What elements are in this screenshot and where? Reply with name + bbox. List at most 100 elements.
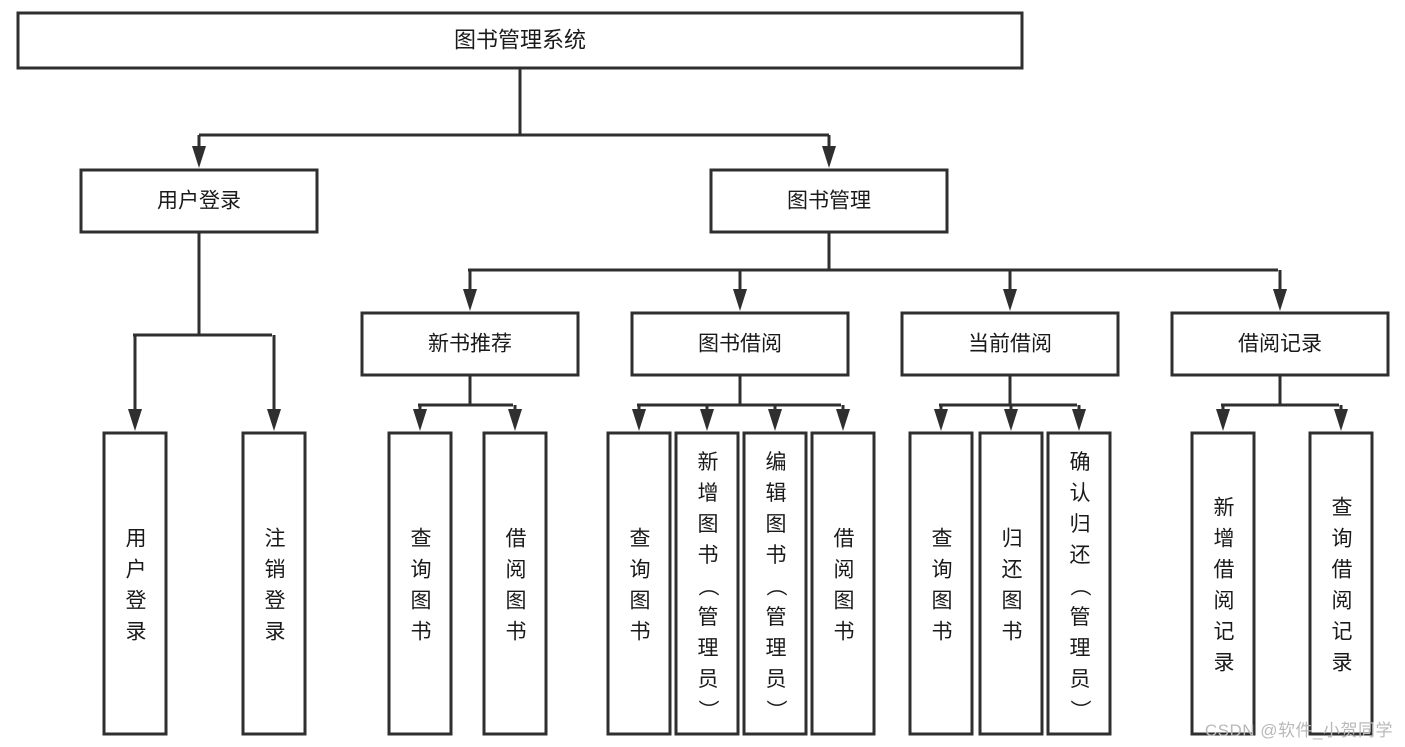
arrow-head-icon [822,146,836,168]
leaf-label-char: 管 [766,606,787,629]
level1-node-book-management[interactable]: 图书管理 [709,168,949,234]
arrow-head-icon [1072,409,1086,431]
leaf-label-char: （ [696,576,719,597]
leaf-label-char: 户 [126,559,147,582]
nodes-layer: 图书管理系统用户登录图书管理新书推荐图书借阅当前借阅借阅记录用户登录注销登录查询… [16,11,1390,736]
arrow-head-icon [1273,289,1287,311]
leaf-label-char: 书 [834,621,855,644]
leaf-label-char: 归 [1002,528,1023,551]
arrow-head-icon [1004,409,1018,431]
leaf-label-char: 录 [265,621,286,644]
node-rect [674,431,740,736]
leaf-label-char: 询 [411,559,432,582]
leaf-label-char: 图 [630,590,651,613]
node-rect [709,168,949,234]
leaf-label-char: 书 [766,544,787,567]
leaf-label-char: 登 [265,590,286,613]
csdn-watermark: CSDN @软件_小贺同学 [1204,721,1393,740]
node-rect [387,431,453,736]
node-rect [360,311,580,377]
node-rect [16,11,1024,70]
node-rect [241,431,307,736]
node-rect [900,311,1120,377]
leaf-label-char: 还 [1070,544,1091,567]
arrow-head-icon [1334,409,1348,431]
node-rect [606,431,672,736]
leaf-label-char: 确 [1070,451,1091,474]
leaf-label-char: 新 [1214,497,1235,520]
node-label: 当前借阅 [968,333,1052,356]
leaf-label-char: 询 [630,559,651,582]
node-label: 图书管理 [787,190,871,213]
arrow-head-icon [128,409,142,431]
leaf-label-char: 录 [1332,652,1353,675]
leaf-label-char: 书 [630,621,651,644]
node-rect [1190,431,1256,736]
leaf-label-char: ） [1068,700,1091,721]
leaf-label-char: 阅 [1214,590,1235,613]
leaf-label-char: ） [696,700,719,721]
node-label: 图书借阅 [698,333,782,356]
leaf-label-char: 图 [698,513,719,536]
leaf-label-char: 记 [1332,621,1353,644]
arrow-head-icon [700,409,714,431]
leaf-label-char: 认 [1070,482,1091,505]
arrow-head-icon [413,409,427,431]
level2-node-new-book-recommend[interactable]: 新书推荐 [360,311,580,377]
leaf-label-char: 增 [698,482,719,505]
leaf-label-char: 书 [411,621,432,644]
leaf-label-char: 阅 [834,559,855,582]
node-rect [1046,431,1112,736]
leaf-label-char: 询 [1332,528,1353,551]
leaf-node-leaf-user-login[interactable]: 用户登录 [102,431,168,736]
leaf-label-char: 登 [126,590,147,613]
node-rect [742,431,808,736]
leaf-label-char: 注 [265,528,286,551]
leaf-label-char: 书 [506,621,527,644]
level1-node-user-login[interactable]: 用户登录 [79,168,319,234]
leaf-label-char: 书 [932,621,953,644]
arrow-head-icon [267,409,281,431]
leaf-label-char: 查 [411,528,432,551]
leaf-label-char: 图 [834,590,855,613]
leaf-label-char: 员 [1070,668,1091,691]
leaf-label-char: 录 [1214,652,1235,675]
leaf-label-char: 管 [1070,606,1091,629]
root-node-root[interactable]: 图书管理系统 [16,11,1024,70]
arrow-head-icon [733,289,747,311]
leaf-label-char: 辑 [766,482,787,505]
node-rect [810,431,876,736]
connectors-layer [128,68,1348,431]
node-label: 借阅记录 [1238,333,1322,356]
arrow-head-icon [768,409,782,431]
level2-node-book-borrow[interactable]: 图书借阅 [630,311,850,377]
leaf-label-char: 借 [1332,559,1353,582]
node-rect [102,431,168,736]
node-rect [908,431,974,736]
leaf-label-char: 销 [265,559,286,582]
leaf-label-char: 图 [932,590,953,613]
leaf-label-char: 借 [834,528,855,551]
level2-node-current-borrow[interactable]: 当前借阅 [900,311,1120,377]
leaf-label-char: 理 [766,637,787,660]
leaf-label-char: 归 [1070,513,1091,536]
leaf-label-char: 查 [1332,497,1353,520]
level2-node-borrow-record[interactable]: 借阅记录 [1170,311,1390,377]
leaf-label-char: 图 [1002,590,1023,613]
leaf-label-char: 用 [126,528,147,551]
arrow-head-icon [463,289,477,311]
